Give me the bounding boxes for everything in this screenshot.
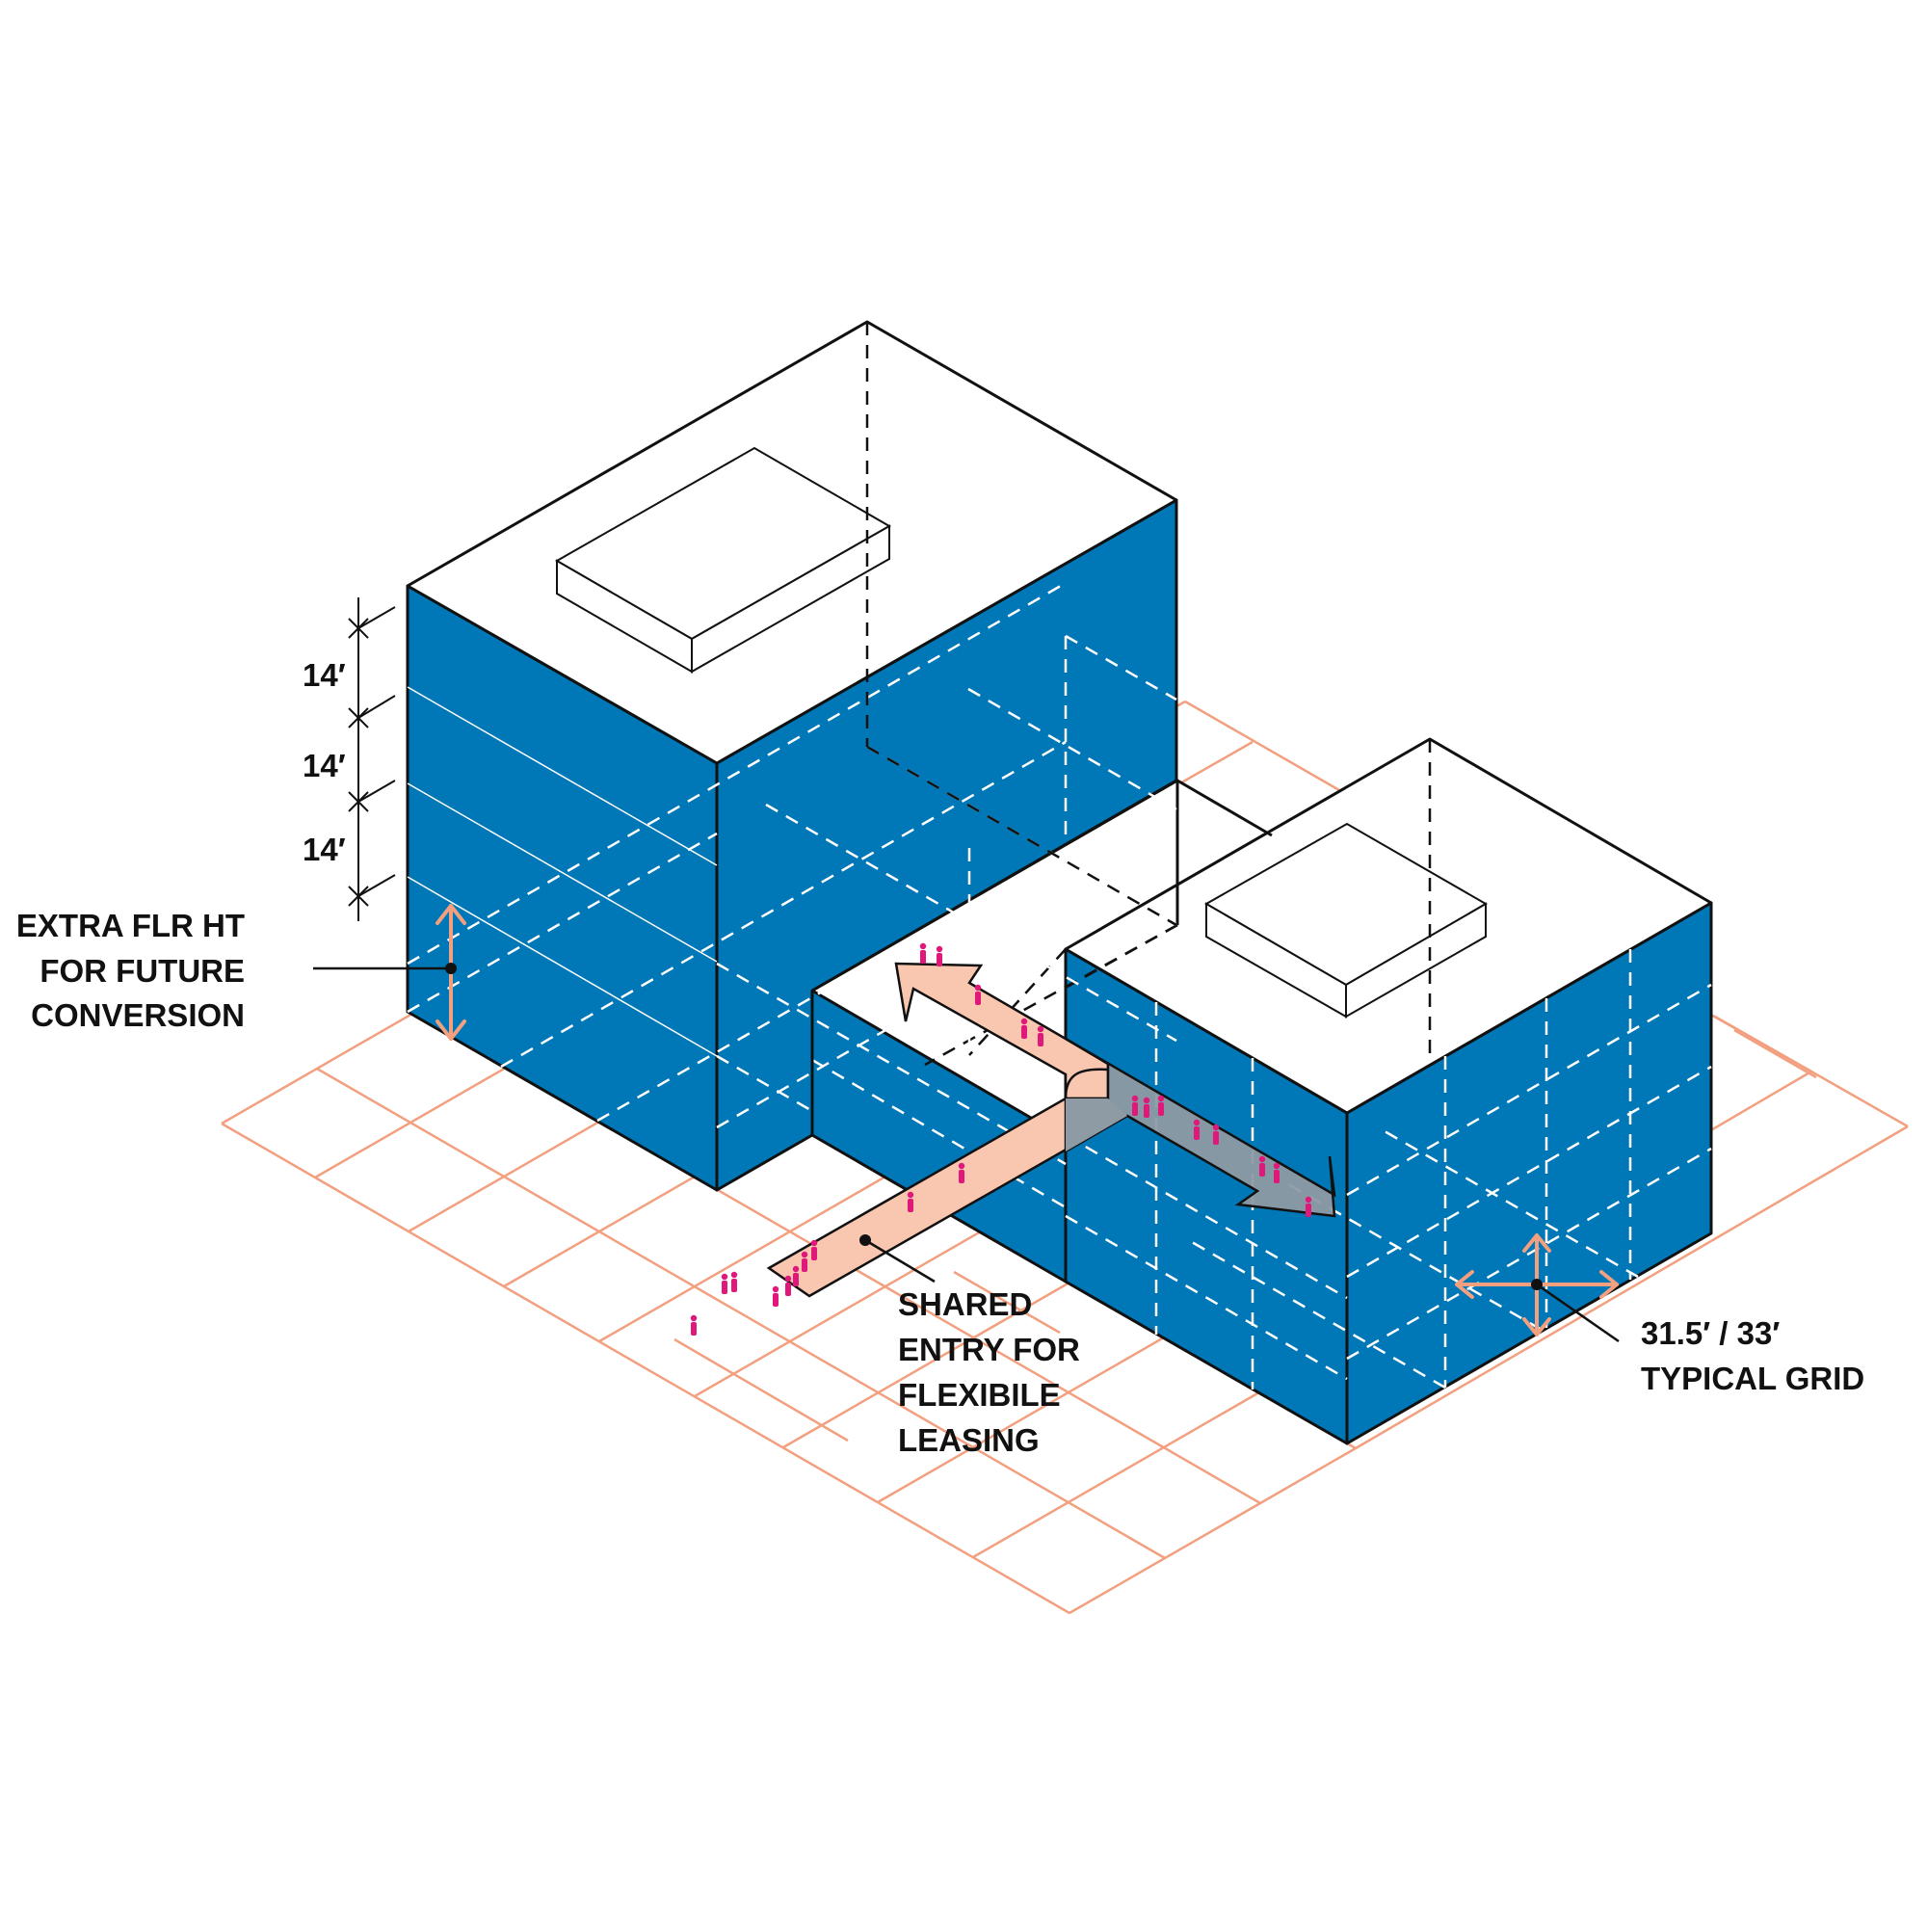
extra-floor-leader [313,963,457,974]
person-icon [730,1271,738,1292]
person-icon [1212,1124,1220,1145]
extra-floor-label-line-1: EXTRA FLR HT [16,908,245,943]
person-icon [958,1162,965,1183]
left-rooftop-unit [554,446,892,674]
person-icon [1273,1162,1280,1183]
extra-floor-label-line-3: CONVERSION [31,997,245,1033]
entry-curve [1064,1068,1109,1099]
person-icon [974,984,982,1005]
floor-height-label-2: 14′ [303,748,346,783]
person-icon [936,945,943,966]
people-figures [690,942,1312,1336]
person-icon [1020,1018,1028,1039]
floor-height-label-3: 14′ [303,832,346,867]
typical-grid-label-line-2: TYPICAL GRID [1641,1361,1864,1396]
shared-entry-label-line-4: LEASING [898,1422,1040,1458]
extra-floor-label-line-2: FOR FUTURE [40,953,245,989]
person-icon [801,1251,808,1272]
shared-zone [1066,1098,1127,1151]
left-building-core-lines [865,322,1177,927]
person-icon [1258,1155,1266,1177]
arrow-down-right [1064,1037,1336,1218]
person-icon [1157,1095,1165,1116]
person-icon [721,1273,728,1294]
shared-entry-label-line-2: ENTRY FOR [898,1332,1080,1367]
shared-entry-label-line-3: FLEXIBILE [898,1377,1061,1413]
person-icon [1143,1097,1150,1118]
person-icon [810,1239,818,1260]
person-icon [1131,1095,1139,1116]
person-icon [1305,1196,1312,1217]
person-icon [772,1285,779,1307]
right-building-hidden-lines [811,949,1712,1389]
person-icon [792,1265,800,1286]
typical-grid-label-line-1: 31.5′ / 33′ [1641,1315,1780,1351]
right-rooftop-unit [1203,822,1488,1019]
person-icon [1193,1119,1201,1140]
floor-height-dimension [348,597,396,921]
person-icon [907,1191,914,1212]
floor-height-label-1: 14′ [303,657,346,693]
person-icon [784,1275,792,1296]
shared-entry-path [766,962,1336,1298]
person-icon [919,942,927,964]
typical-grid-leader [1531,1279,1620,1343]
person-icon [690,1314,698,1336]
shared-entry-label-line-1: SHARED [898,1286,1032,1322]
left-building-floor-lines [407,686,718,1057]
shared-entry-leader [859,1234,936,1284]
person-icon [1037,1025,1044,1046]
